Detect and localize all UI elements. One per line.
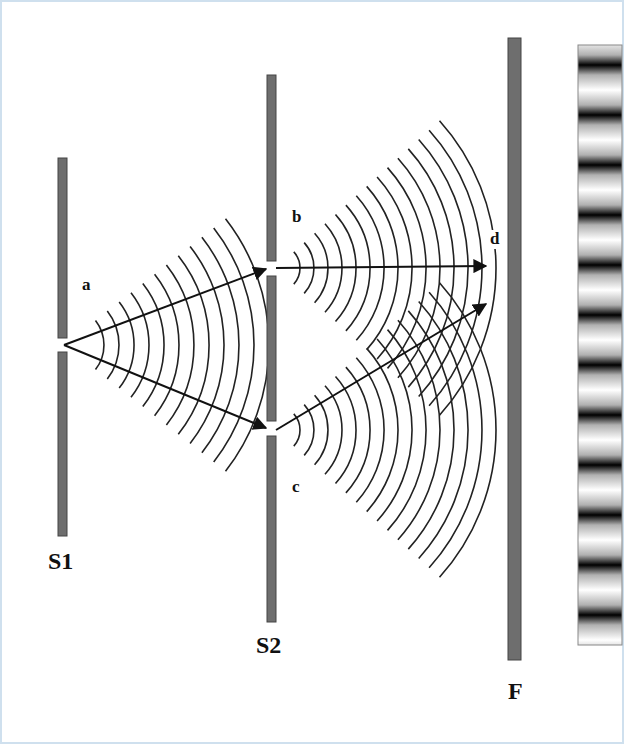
barrier-s2	[267, 75, 276, 261]
wavefront-arc	[155, 274, 179, 416]
wavefront-arc	[96, 320, 104, 369]
barrier-label: S1	[46, 548, 75, 574]
barrier-s2	[267, 276, 276, 421]
point-label: c	[290, 478, 302, 497]
point-label: d	[488, 230, 501, 249]
point-label: b	[290, 208, 303, 227]
rays	[64, 266, 486, 430]
wavefronts	[96, 121, 497, 577]
screen-label: F	[506, 678, 525, 704]
wavefront-arc	[388, 168, 427, 369]
wavefront-arc	[166, 265, 194, 425]
wavefront-arc	[107, 311, 119, 379]
wavefront-arc	[202, 237, 239, 452]
wavefront-arc	[178, 256, 209, 435]
wavefront-arc	[119, 302, 134, 388]
wavefront-arc	[226, 219, 269, 471]
wavefront-arc	[131, 293, 149, 398]
fringe-pattern	[578, 45, 622, 645]
wavefront-arc	[214, 228, 254, 462]
screen-f	[508, 38, 521, 660]
barrier-s1	[58, 158, 67, 338]
wavefront-arc	[190, 247, 224, 444]
barrier-s2	[267, 436, 276, 622]
wavefront-arc	[408, 149, 454, 387]
barrier-s1	[58, 352, 67, 536]
point-label: a	[80, 276, 93, 295]
barrier-label: S2	[254, 632, 283, 658]
wavefront-arc	[143, 283, 164, 406]
